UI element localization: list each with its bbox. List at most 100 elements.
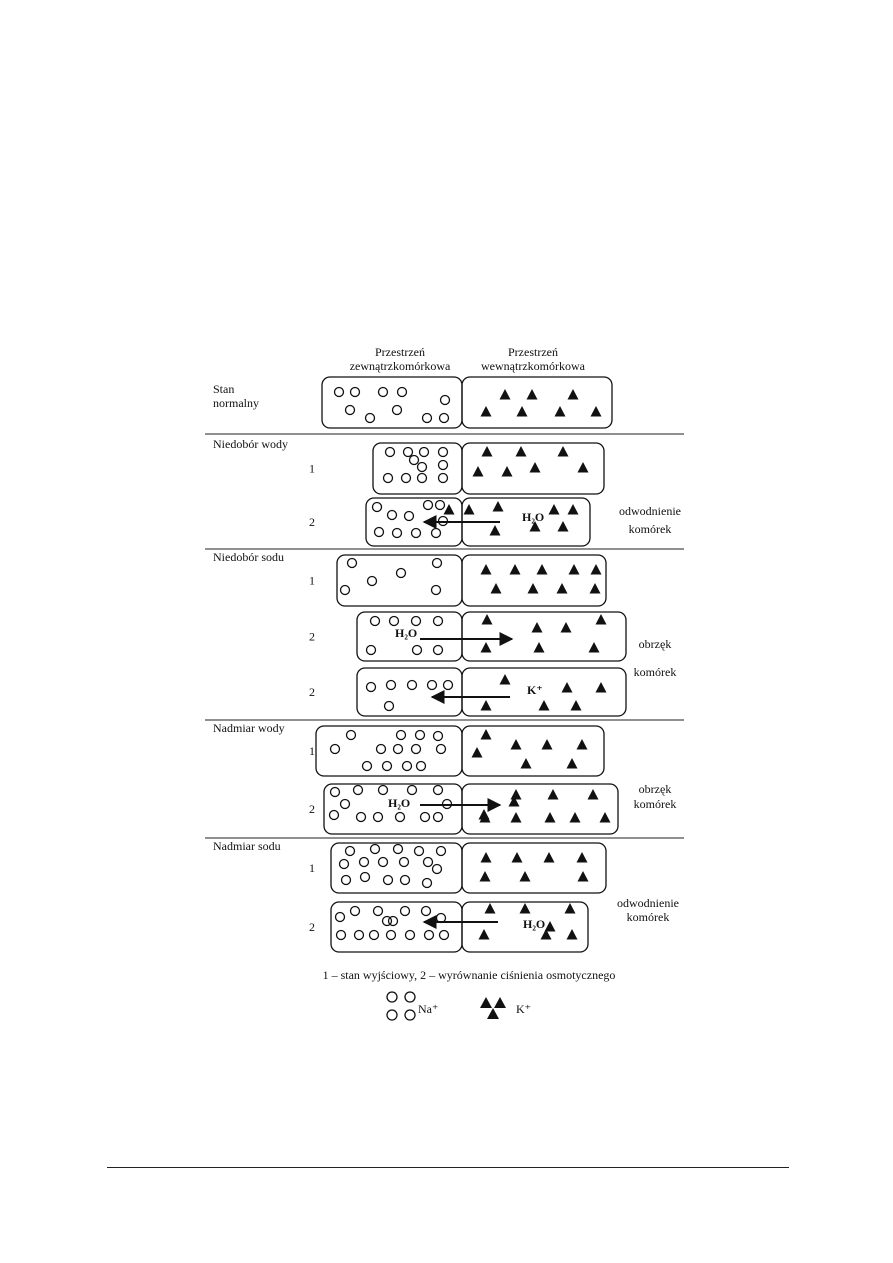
sodium-ion-symbol [359, 871, 371, 883]
sodium-ion-symbol [338, 858, 350, 870]
potassium-ion-symbol [544, 812, 556, 823]
sodium-ion-symbol [422, 499, 434, 511]
sodium-ion-symbol [386, 509, 398, 521]
effect-note: obrzęk [639, 637, 672, 651]
sodium-ion-symbol [349, 386, 361, 398]
potassium-ion-symbol [443, 504, 455, 515]
step-number: 2 [309, 802, 315, 816]
potassium-ion-symbol [515, 446, 527, 457]
step-number: 1 [309, 861, 315, 875]
sodium-ion-symbol [423, 929, 435, 941]
sodium-ion-symbol [388, 615, 400, 627]
sodium-ion-symbol [383, 700, 395, 712]
potassium-ion-symbol [499, 389, 511, 400]
sodium-ion-symbol [340, 874, 352, 886]
sodium-ion-symbol [392, 743, 404, 755]
sodium-ion-symbol [364, 412, 376, 424]
legend-potassium-label: K⁺ [516, 1002, 531, 1016]
effect-note: komórek [634, 665, 677, 679]
sodium-ion-symbol [432, 615, 444, 627]
sodium-ion-symbol [385, 929, 397, 941]
sodium-ion-symbol [422, 856, 434, 868]
potassium-ion-symbol [595, 614, 607, 625]
sodium-ion-symbol [377, 856, 389, 868]
potassium-ion-symbol [564, 903, 576, 914]
potassium-ion-symbol [472, 466, 484, 477]
potassium-ion-symbol [510, 789, 522, 800]
potassium-ion-symbol [577, 871, 589, 882]
potassium-ion-symbol [529, 521, 541, 532]
potassium-ion-symbol [541, 739, 553, 750]
intracellular-compartment [461, 376, 613, 429]
sodium-ion-symbol [335, 929, 347, 941]
sodium-ion-symbol [381, 760, 393, 772]
sodium-ion-symbol [442, 679, 454, 691]
sodium-ion-symbol [410, 615, 422, 627]
potassium-ion-symbol [481, 446, 493, 457]
sodium-ion-symbol [346, 557, 358, 569]
effect-note: komórek [629, 522, 672, 536]
legend-potassium-symbol [494, 997, 506, 1008]
potassium-ion-symbol [480, 852, 492, 863]
intracellular-compartment [461, 901, 589, 953]
arrow-label: H₂O [388, 796, 410, 810]
compartment-row [321, 376, 613, 429]
sodium-ion-symbol [410, 743, 422, 755]
extracellular-compartment [336, 554, 463, 607]
potassium-ion-symbol [463, 504, 475, 515]
sodium-ion-symbol [421, 877, 433, 889]
effect-note: komórek [634, 797, 677, 811]
potassium-ion-symbol [499, 674, 511, 685]
sodium-ion-symbol [415, 760, 427, 772]
sodium-ion-symbol [361, 760, 373, 772]
intracellular-compartment [461, 442, 605, 495]
sodium-ion-symbol [406, 784, 418, 796]
sodium-ion-symbol [438, 929, 450, 941]
sodium-ion-symbol [400, 472, 412, 484]
potassium-ion-symbol [480, 642, 492, 653]
sodium-ion-symbol [352, 784, 364, 796]
sodium-ion-symbol [430, 527, 442, 539]
sodium-ion-symbol [365, 644, 377, 656]
header-intracellular-line2: wewnątrzkomórkowa [481, 359, 586, 373]
sodium-ion-symbol [375, 743, 387, 755]
sodium-ion-symbol [366, 575, 378, 587]
sodium-ion-symbol [387, 915, 399, 927]
potassium-ion-symbol [479, 871, 491, 882]
potassium-ion-symbol [484, 903, 496, 914]
sodium-ion-symbol [394, 811, 406, 823]
header-extracellular-line1: Przestrzeń [375, 345, 425, 359]
potassium-ion-symbol [570, 700, 582, 711]
sodium-ion-symbol [403, 510, 415, 522]
compartment-row: 1 [309, 442, 605, 495]
sodium-ion-symbol [399, 874, 411, 886]
sodium-ion-symbol [328, 809, 340, 821]
intracellular-compartment [461, 611, 627, 662]
sodium-ion-symbol [434, 499, 446, 511]
arrow-label: H₂O [523, 917, 545, 931]
sodium-ion-symbol [372, 811, 384, 823]
legend-sodium-symbol [386, 991, 398, 1003]
sodium-ion-symbol [404, 929, 416, 941]
sodium-ion-symbol [382, 874, 394, 886]
sodium-ion-symbol [419, 811, 431, 823]
effect-note: obrzęk [639, 782, 672, 796]
sodium-ion-symbol [416, 461, 428, 473]
sodium-ion-symbol [431, 557, 443, 569]
potassium-ion-symbol [508, 796, 520, 807]
step-number: 1 [309, 574, 315, 588]
legend-potassium-symbol [487, 1008, 499, 1019]
legend-sodium-symbol [404, 991, 416, 1003]
sodium-ion-symbol [385, 679, 397, 691]
potassium-ion-symbol [519, 903, 531, 914]
intracellular-compartment [461, 842, 607, 894]
intracellular-compartment [461, 783, 619, 835]
effect-note: odwodnienie [617, 896, 679, 910]
sodium-ion-symbol [365, 681, 377, 693]
